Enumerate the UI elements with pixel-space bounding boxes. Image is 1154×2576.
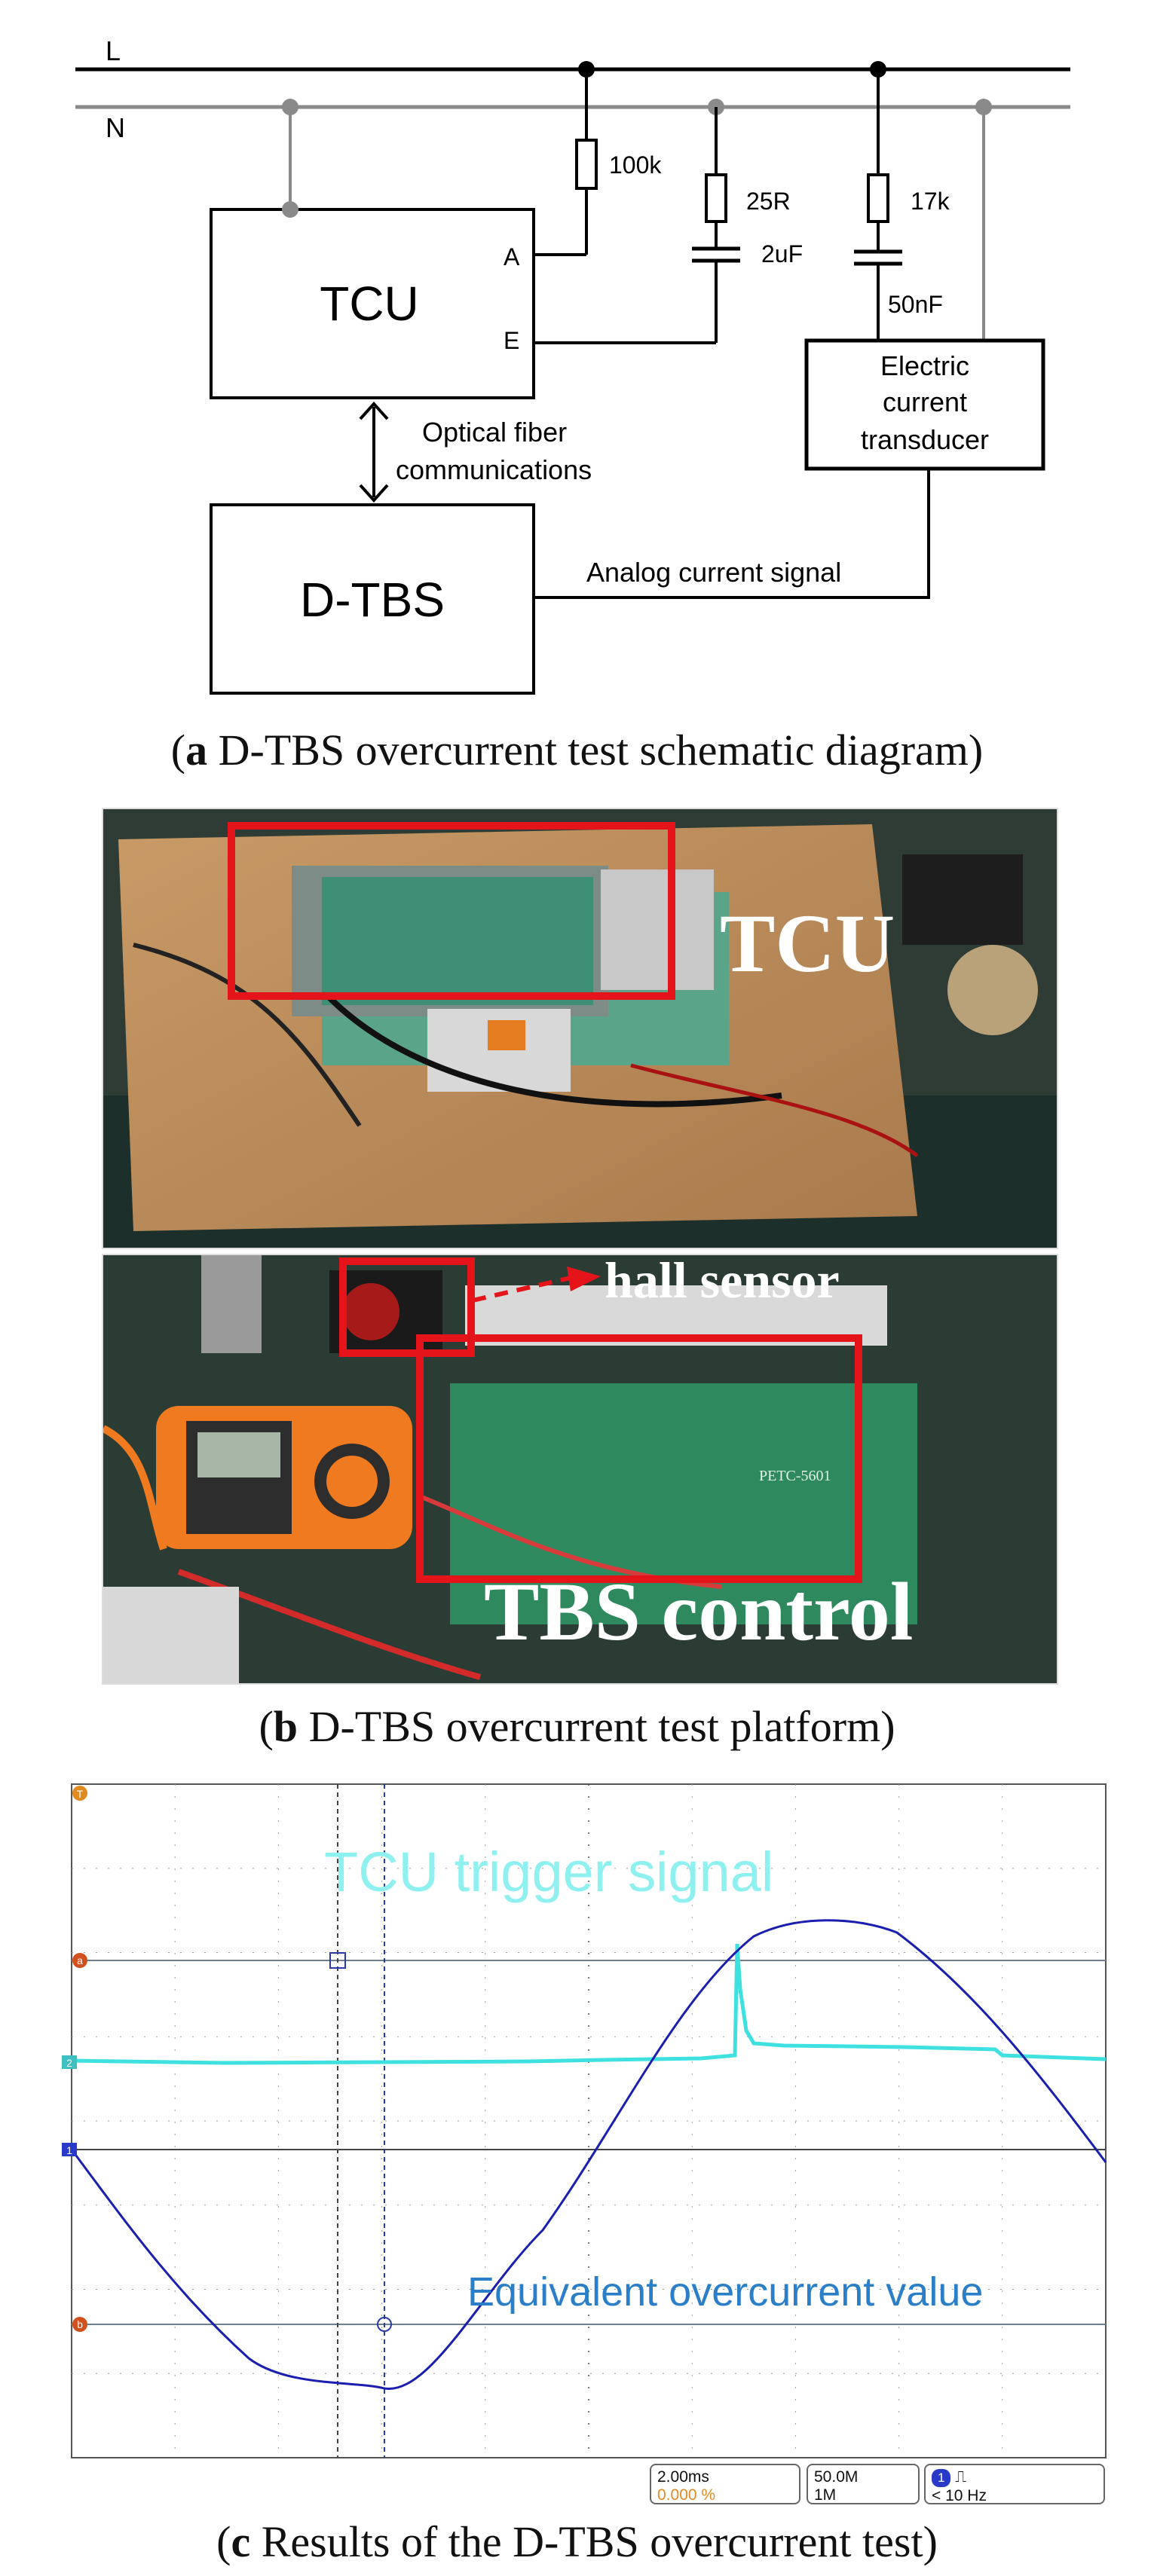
transducer-box (804, 338, 1045, 471)
oscilloscope-screen: TCU trigger signal Equivalent overcurren… (62, 1783, 1107, 2458)
marker-2 (62, 2055, 77, 2069)
scope-frame (71, 1783, 1107, 2458)
sample-rate-value: 50.0M (814, 2468, 859, 2486)
node-n1 (282, 99, 298, 115)
fiber-line2: communications (396, 454, 592, 485)
frequency-value: < 10 Hz (932, 2487, 987, 2504)
photo-hall-label: hall sensor (605, 1254, 840, 1309)
trace-overcurrent (70, 1919, 1107, 2390)
trace-trigger-signal (71, 1943, 1107, 2065)
photo-board-silk: PETC-5601 (759, 1468, 831, 1484)
photo-tcu-label: TCU (720, 897, 895, 989)
photo-tbs-label: TBS control (484, 1566, 914, 1658)
analog-wire (534, 469, 930, 599)
resistor-25r (705, 173, 727, 223)
fiber-line1: Optical fiber (422, 417, 567, 448)
channel-badge: 1 (932, 2469, 951, 2487)
analog-label: Analog current signal (586, 557, 841, 588)
n-label: N (106, 112, 125, 143)
schematic-diagram: L N TCU A E 100k 25R 2uF 17k 50nF Electr… (75, 35, 1070, 695)
r2-label: 25R (746, 188, 791, 215)
resistor-100k (575, 139, 598, 190)
cursor-marker-circle (377, 2317, 392, 2332)
node-tcu-top (282, 201, 298, 218)
transducer-line3: transducer (861, 424, 989, 455)
transducer-line1: Electric (880, 350, 969, 381)
caption-c: (c Results of the D-TBS overcurrent test… (216, 2517, 938, 2566)
timebase-box: 2.00ms 0.000 % (650, 2464, 800, 2504)
caption-a: (a D-TBS overcurrent test schematic diag… (170, 726, 984, 775)
photo-tbs-panel: hall sensor PETC-5601 TBS control (102, 1254, 1058, 1685)
photo-tbs-drawing (103, 1255, 1057, 1683)
marker-b (72, 2317, 87, 2332)
tcu-pin-a: A (504, 243, 520, 270)
c2-label: 50nF (888, 291, 943, 318)
pulse-icon: ⎍ (955, 2468, 967, 2486)
c1-label: 2uF (761, 240, 803, 267)
r1-label: 100k (609, 151, 662, 179)
r3-label: 17k (911, 188, 950, 215)
transducer-line2: current (883, 387, 967, 417)
cursor-marker-square (329, 1952, 346, 1969)
tcu-pin-e: E (504, 327, 519, 354)
trigger-box: 1 ⎍ < 10 Hz (924, 2464, 1105, 2504)
tcu-label: TCU (320, 277, 419, 331)
photo-tcu-drawing (103, 809, 1057, 1248)
marker-a (72, 1953, 87, 1968)
svg-text:a: a (77, 1954, 83, 1966)
dtbs-label: D-TBS (300, 573, 445, 627)
marker-t (72, 1786, 87, 1801)
trigger-position: 0.000 % (657, 2486, 716, 2504)
svg-text:1: 1 (66, 2144, 72, 2156)
overcurrent-label: Equivalent overcurrent value (467, 2269, 983, 2315)
resistor-17k (867, 173, 889, 223)
trigger-signal-label: TCU trigger signal (324, 1841, 773, 1903)
tcu-box (210, 208, 535, 399)
svg-text:2: 2 (66, 2057, 72, 2069)
l-label: L (106, 35, 121, 66)
timebase-value: 2.00ms (657, 2468, 709, 2486)
sample-rate-box: 50.0M 1M (807, 2464, 920, 2504)
photo-tcu-panel: TCU (102, 808, 1058, 1249)
record-length-value: 1M (814, 2486, 837, 2504)
svg-text:T: T (77, 1788, 84, 1800)
caption-b: (b D-TBS overcurrent test platform) (259, 1702, 895, 1751)
marker-1 (62, 2143, 77, 2156)
svg-text:b: b (77, 2318, 83, 2330)
